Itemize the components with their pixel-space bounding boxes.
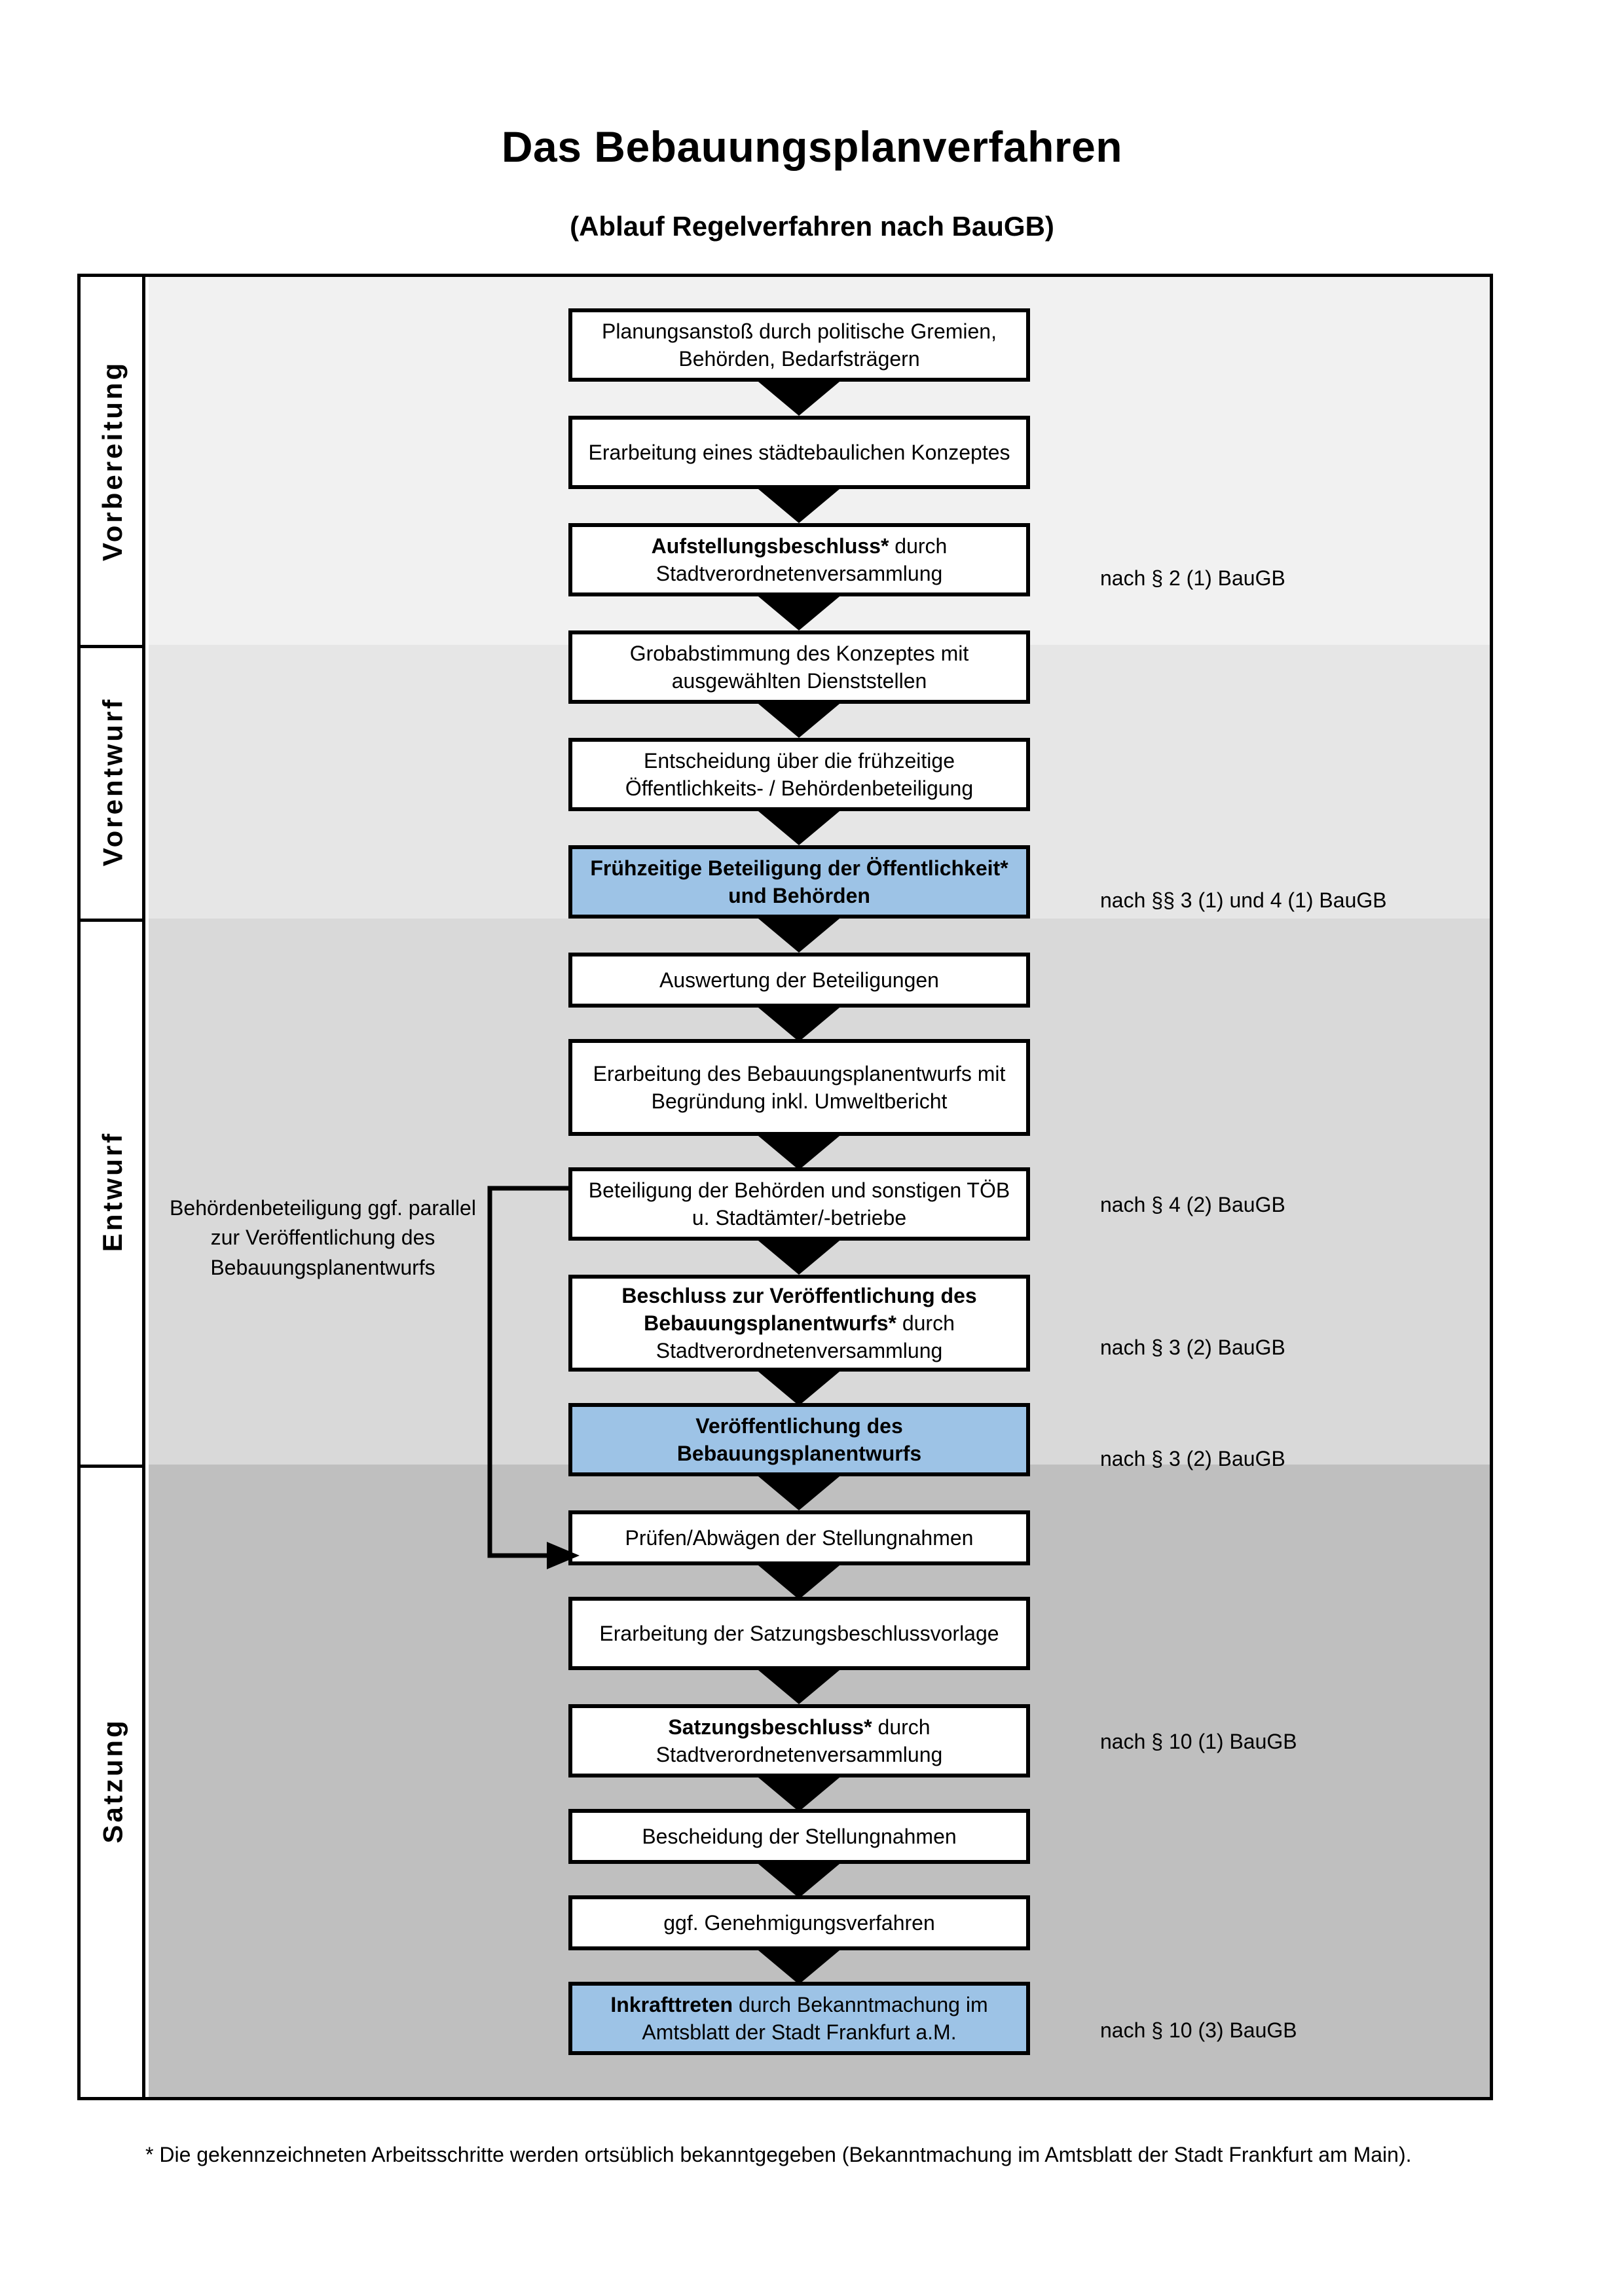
process-box-s11[interactable]: Veröffentlichung des Bebauungsplanentwur…: [568, 1403, 1030, 1476]
flow-arrow-s11-s12: [754, 1473, 843, 1510]
process-box-text: ggf. Genehmigungsverfahren: [663, 1910, 935, 1935]
process-box-s17[interactable]: Inkrafttreten durch Bekanntmachung im Am…: [568, 1982, 1030, 2055]
flow-arrow-s3-s4: [754, 593, 843, 630]
process-box-s8[interactable]: Erarbeitung des Bebauungsplanentwurfs mi…: [568, 1039, 1030, 1136]
process-box-s12[interactable]: Prüfen/Abwägen der Stellungnahmen: [568, 1510, 1030, 1565]
process-box-s15[interactable]: Bescheidung der Stellungnahmen: [568, 1809, 1030, 1864]
annotation-s10: nach § 3 (2) BauGB: [1100, 1336, 1285, 1359]
process-box-text: Beschluss zur Veröffentlichung des Bebau…: [621, 1283, 977, 1363]
flow-arrow-s6-s7: [754, 915, 843, 953]
process-box-s7[interactable]: Auswertung der Beteiligungen: [568, 953, 1030, 1008]
process-box-text: Auswertung der Beteiligungen: [659, 968, 939, 992]
process-box-s6[interactable]: Frühzeitige Beteiligung der Öffentlichke…: [568, 845, 1030, 919]
flow-arrow-s12-s13: [754, 1562, 843, 1599]
side-note-behoerdenbeteiligung: Behördenbeteiligung ggf. parallel zur Ve…: [166, 1194, 480, 1283]
process-box-s14[interactable]: Satzungsbeschluss* durch Stadtverordnete…: [568, 1704, 1030, 1777]
process-box-s1[interactable]: Planungsanstoß durch politische Gremien,…: [568, 308, 1030, 382]
stage-separator-1: [81, 645, 145, 648]
annotation-s17: nach § 10 (3) BauGB: [1100, 2018, 1297, 2042]
process-box-s4[interactable]: Grobabstimmung des Konzeptes mit ausgewä…: [568, 630, 1030, 704]
process-box-text: Prüfen/Abwägen der Stellungnahmen: [625, 1525, 974, 1550]
diagram-frame: Vorbereitung Vorentwurf Entwurf Satzung …: [77, 274, 1493, 2100]
flow-arrow-s10-s11: [754, 1368, 843, 1406]
process-box-text: Entscheidung über die frühzeitige Öffent…: [625, 748, 974, 800]
process-box-s2[interactable]: Erarbeitung eines städtebaulichen Konzep…: [568, 416, 1030, 489]
process-box-text: Erarbeitung des Bebauungsplanentwurfs mi…: [593, 1061, 1006, 1113]
process-box-text: Aufstellungsbeschluss* durch Stadtverord…: [651, 534, 948, 585]
process-box-text: Beteiligung der Behörden und sonstigen T…: [588, 1178, 1010, 1230]
process-box-text: Planungsanstoß durch politische Gremien,…: [602, 319, 997, 371]
stage-label-column: [81, 277, 145, 2097]
flow-arrow-s8-s9: [754, 1133, 843, 1170]
process-box-s10[interactable]: Beschluss zur Veröffentlichung des Bebau…: [568, 1275, 1030, 1372]
annotation-s9: nach § 4 (2) BauGB: [1100, 1193, 1285, 1216]
process-box-s16[interactable]: ggf. Genehmigungsverfahren: [568, 1895, 1030, 1950]
side-note-text: Behördenbeteiligung ggf. parallel zur Ve…: [170, 1196, 476, 1279]
process-box-s3b[interactable]: Aufstellungsbeschluss* durch Stadtverord…: [568, 523, 1030, 596]
process-box-s9[interactable]: Beteiligung der Behörden und sonstigen T…: [568, 1167, 1030, 1241]
process-box-text: Grobabstimmung des Konzeptes mit ausgewä…: [629, 641, 969, 693]
process-box-text: Bescheidung der Stellungnahmen: [642, 1824, 957, 1848]
stage-separator-2: [81, 919, 145, 922]
page-title: Das Bebauungsplanverfahren: [501, 122, 1123, 171]
flow-arrow-s2-s3: [754, 486, 843, 523]
annotation-s14: nach § 10 (1) BauGB: [1100, 1730, 1297, 1753]
flow-arrow-s15-s16: [754, 1861, 843, 1898]
flow-arrow-s7-s8: [754, 1004, 843, 1042]
flow-arrow-s9-s10: [754, 1237, 843, 1275]
annotation-s11: nach § 3 (2) BauGB: [1100, 1447, 1285, 1470]
flow-arrow-s13-s14: [754, 1667, 843, 1704]
page-subtitle: (Ablauf Regelverfahren nach BauGB): [570, 211, 1054, 242]
flow-arrow-s5-s6: [754, 808, 843, 845]
stage-separator-3: [81, 1465, 145, 1468]
annotation-s6: nach §§ 3 (1) und 4 (1) BauGB: [1100, 888, 1387, 912]
process-box-text: Frühzeitige Beteiligung der Öffentlichke…: [590, 856, 1008, 907]
process-box-s5[interactable]: Entscheidung über die frühzeitige Öffent…: [568, 738, 1030, 811]
flow-arrow-s4-s5: [754, 701, 843, 738]
annotation-s3: nach § 2 (1) BauGB: [1100, 566, 1285, 590]
flow-arrow-s16-s17: [754, 1947, 843, 1984]
footnote: * Die gekennzeichneten Arbeitsschritte w…: [145, 2143, 1412, 2166]
process-box-s13[interactable]: Erarbeitung der Satzungsbeschlussvorlage: [568, 1597, 1030, 1670]
flow-arrow-s1-s2: [754, 378, 843, 416]
process-box-text: Veröffentlichung des Bebauungsplanentwur…: [676, 1413, 922, 1465]
process-box-text: Erarbeitung eines städtebaulichen Konzep…: [588, 440, 1010, 464]
flow-arrow-s14-s15: [754, 1774, 843, 1812]
process-box-text: Inkrafttreten durch Bekanntmachung im Am…: [610, 1992, 988, 2044]
process-box-text: Erarbeitung der Satzungsbeschlussvorlage: [599, 1621, 999, 1645]
process-box-text: Satzungsbeschluss* durch Stadtverordnete…: [655, 1715, 943, 1766]
